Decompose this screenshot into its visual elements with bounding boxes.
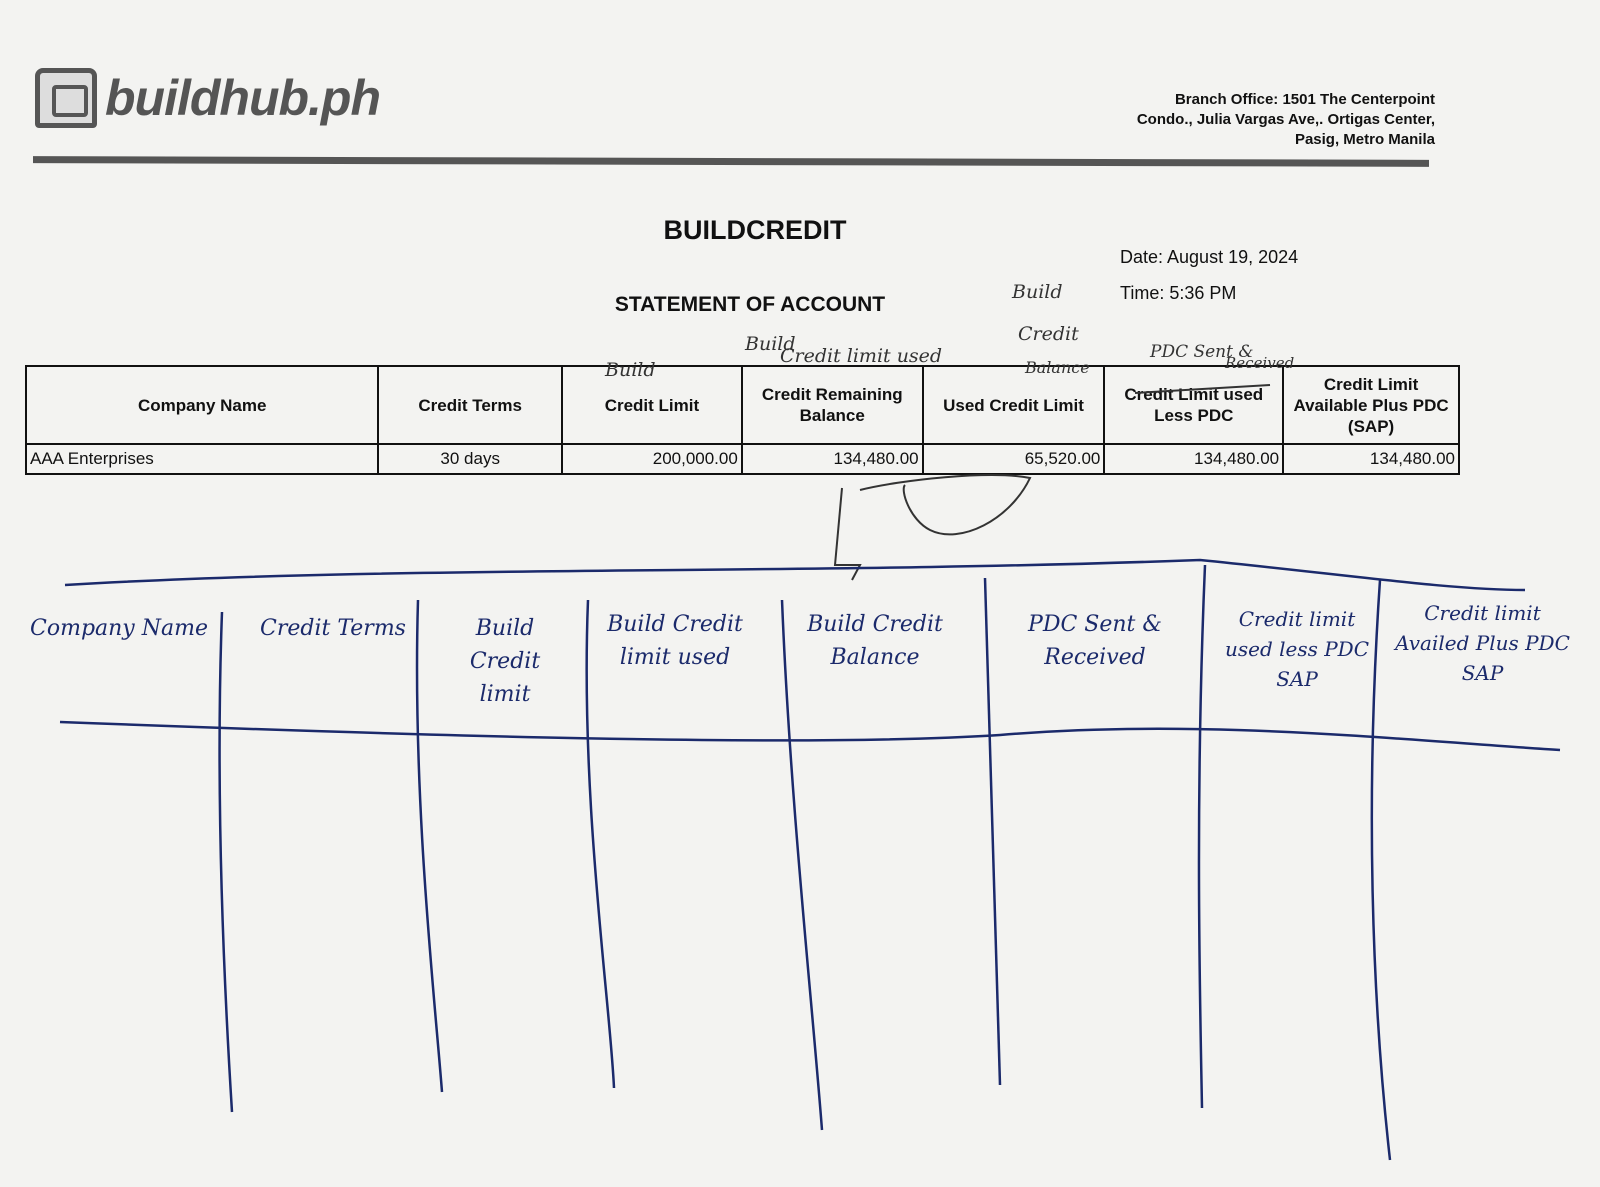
column-header: Credit Limit used Less PDC	[1103, 365, 1285, 445]
credit-terms-cell: 30 days	[377, 443, 564, 475]
column-header: Used Credit Limit	[921, 365, 1106, 445]
less-pdc-cell: 134,480.00	[1103, 443, 1285, 475]
credit-limit-cell: 200,000.00	[561, 443, 743, 475]
column-header: Credit Limit	[561, 365, 743, 445]
statement-date: Date: August 19, 2024	[1120, 247, 1299, 267]
handwritten-note: Balance	[1025, 358, 1090, 377]
column-header: Credit Remaining Balance	[740, 365, 924, 445]
column-header: Company Name	[24, 365, 380, 445]
statement-time: Time: 5:36 PM	[1120, 283, 1237, 303]
used-credit-cell: 65,520.00	[921, 443, 1106, 475]
address-line: Condo., Julia Vargas Ave,. Ortigas Cente…	[1136, 111, 1435, 128]
handwritten-header: Credit Terms	[260, 616, 406, 641]
handwritten-header: Company Name	[30, 616, 208, 641]
handwritten-row-line	[59, 720, 1561, 752]
handwritten-header: PDC Sent & Received	[1028, 612, 1162, 670]
table-row: AAA Enterprises 30 days 200,000.00 134,4…	[24, 443, 1460, 475]
handwritten-note: Credit	[1018, 323, 1079, 345]
handwritten-header: Build Credit limit used	[607, 612, 743, 670]
plus-pdc-cell: 134,480.00	[1282, 443, 1460, 475]
logo-text: buildhub.ph	[105, 70, 381, 126]
document-title: BUILDCREDIT	[663, 215, 847, 245]
handwritten-note: Received	[1225, 354, 1295, 372]
swap-arrow	[859, 474, 1032, 536]
handwritten-column-lines	[218, 564, 1392, 1161]
house-cart-logo-icon	[35, 68, 97, 128]
handwritten-note: Build	[745, 333, 796, 355]
handwritten-row-line	[64, 558, 1526, 592]
column-header: Credit Limit Available Plus PDC (SAP)	[1282, 365, 1460, 445]
document-subtitle: STATEMENT OF ACCOUNT	[614, 293, 886, 316]
handwritten-header: Credit limit Availed Plus PDC SAP	[1395, 601, 1570, 685]
handwritten-header: Build Credit limit	[469, 616, 541, 707]
handwritten-header: Credit limit used less PDC SAP	[1224, 607, 1370, 691]
down-arrow	[833, 487, 862, 581]
column-header: Credit Terms	[377, 365, 564, 445]
company-name-cell: AAA Enterprises	[24, 443, 380, 475]
handwritten-header: Build Credit Balance	[807, 612, 943, 670]
handwritten-note: Build	[1012, 281, 1063, 303]
handwritten-note: PDC Sent &	[1150, 342, 1254, 362]
branch-address: Branch Office: 1501 The Centerpoint Cond…	[1137, 90, 1435, 150]
handwritten-note: Build	[605, 359, 656, 381]
table-header-row: Company Name Credit Terms Credit Limit C…	[24, 365, 1460, 445]
remaining-balance-cell: 134,480.00	[740, 443, 924, 475]
handwritten-note: Credit limit used	[780, 345, 943, 367]
company-logo: buildhub.ph	[35, 68, 381, 128]
address-line: Branch Office: 1501 The Centerpoint	[1174, 91, 1435, 108]
statement-table: Company Name Credit Terms Credit Limit C…	[24, 365, 1460, 475]
strikethrough-mark	[1134, 384, 1271, 394]
address-line: Pasig, Metro Manila	[1294, 131, 1435, 148]
